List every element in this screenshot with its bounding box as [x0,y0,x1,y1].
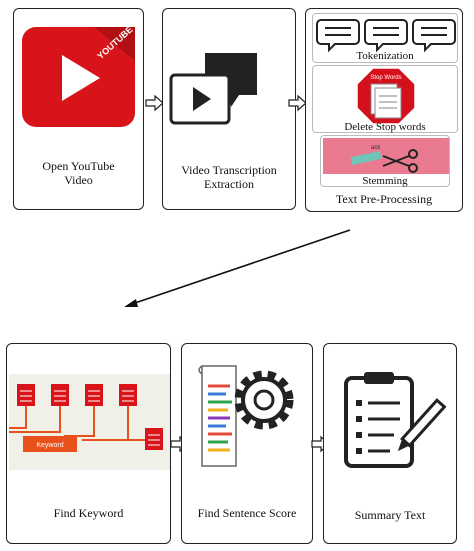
stop-sign-text: Stop Words [370,75,401,81]
step-summary-box: Summary Text [323,343,457,544]
video-transcript-icon [169,53,257,125]
keyword-documents-icon: Keyword [9,374,170,470]
clipboard-checklist-icon [344,372,447,468]
stemming-scissors-icon: ack [323,138,449,174]
arrow-right-icon [145,94,164,112]
document-gear-icon [198,365,294,467]
summary-label: Summary Text [354,508,426,522]
tokenization-label: Tokenization [356,50,414,62]
youtube-logo-icon: YOUTUBE [22,24,135,127]
open-youtube-label-line1: Open YouTube [42,159,115,173]
preprocessing-label: Text Pre-Processing [335,192,433,206]
find-keyword-label: Find Keyword [53,506,124,520]
sentence-score-label: Find Sentence Score [197,506,297,520]
arrow-right-icon [288,94,307,112]
delete-stop-words-label: Delete Stop words [344,121,426,133]
stemming-label: Stemming [362,175,408,187]
tokenization-panel: Tokenization [312,13,458,63]
stop-sign-icon: Stop Words [356,67,416,125]
delete-stop-words-panel: Stop Words Delete Stop words [312,65,458,133]
transcription-label-line2: Extraction [204,177,254,191]
step-preprocessing-box: Tokenization Stop Words Delete Stop word… [305,8,463,212]
step-sentence-score-box: Find Sentence Score [181,343,313,544]
step-open-youtube-box: YOUTUBE Open YouTube Video [13,8,144,210]
step-find-keyword-box: Keyword Find Keyword [6,343,171,544]
speech-bubbles-icon [316,19,456,53]
open-youtube-label-line2: Video [64,173,93,187]
transcription-label-line1: Video Transcription [181,163,277,177]
stemming-panel: ack Stemming [320,135,450,187]
step-transcription-box: Video Transcription Extraction [162,8,296,210]
keyword-tag-text: Keyword [36,442,63,449]
svg-text:ack: ack [371,145,381,151]
